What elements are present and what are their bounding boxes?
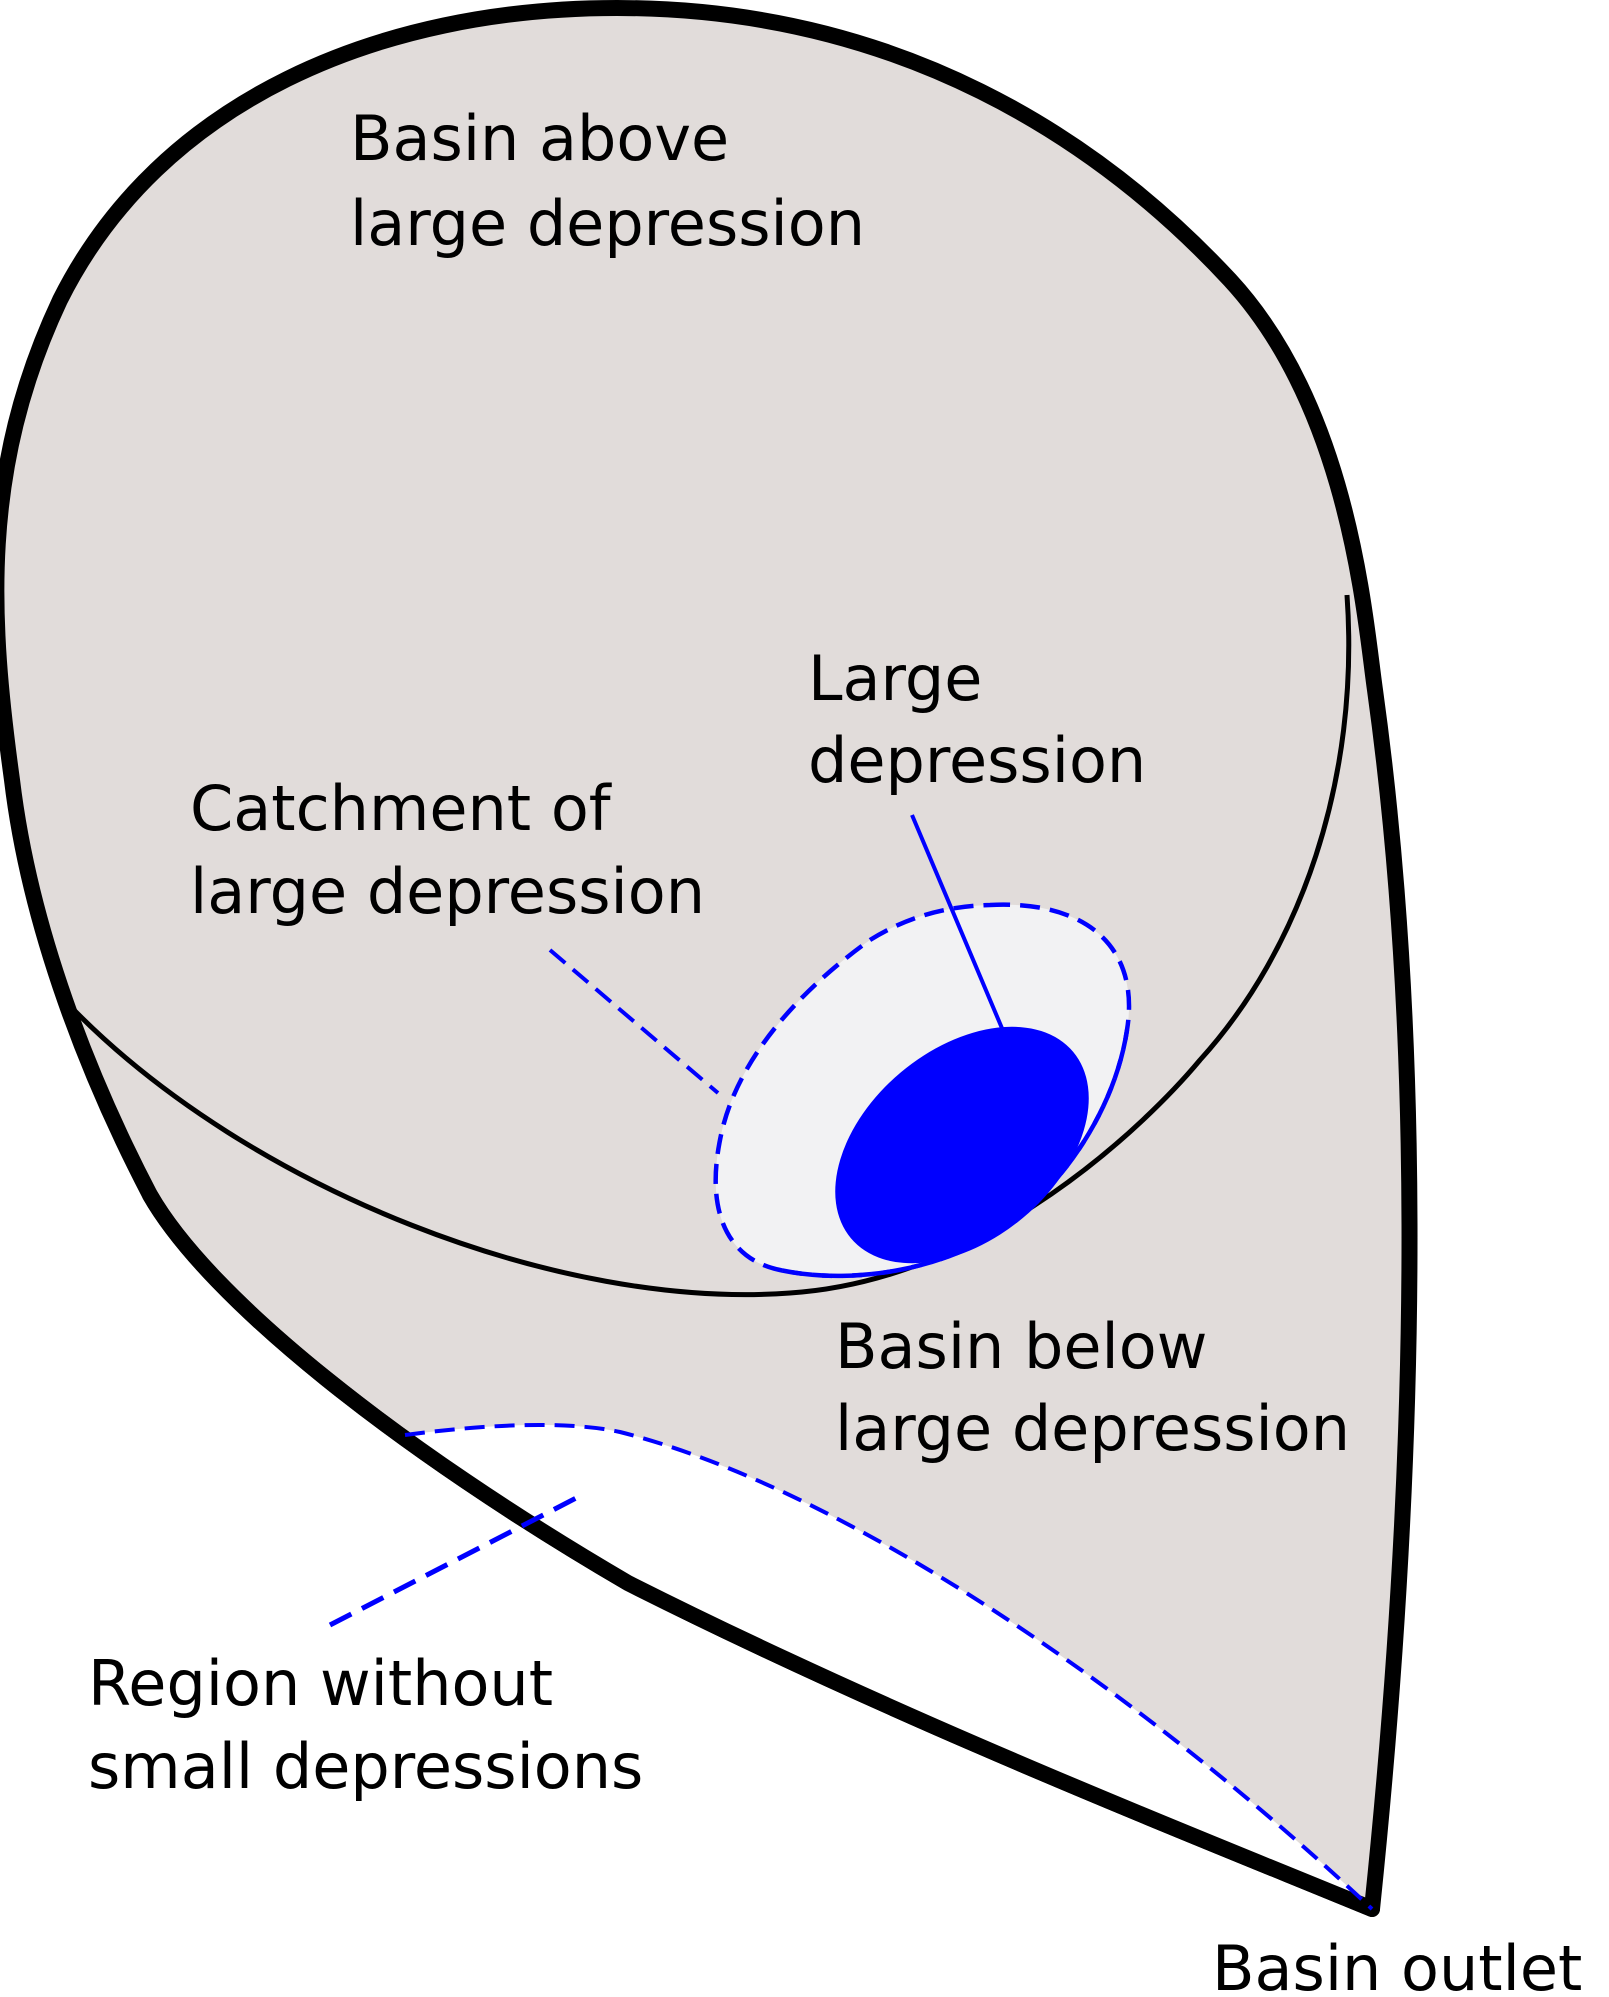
catchment-label: Catchment of large depression bbox=[190, 772, 705, 928]
region-without-line-1: Region without bbox=[88, 1647, 553, 1720]
region-leader bbox=[328, 1492, 584, 1628]
basin-above-line-2: large depression bbox=[350, 187, 865, 260]
catchment-leader bbox=[548, 948, 720, 1095]
basin-below-line-1: Basin below bbox=[835, 1310, 1207, 1383]
catchment-line-1: Catchment of bbox=[190, 772, 613, 845]
large-depression-line-2: depression bbox=[808, 724, 1146, 797]
large-depression-label: Large depression bbox=[808, 642, 1146, 797]
catchment-edge-overlay bbox=[779, 1029, 1130, 1279]
region-without-label: Region without small depressions bbox=[88, 1647, 643, 1803]
basin-below-label: Basin below large depression bbox=[835, 1310, 1350, 1465]
basin-outlet-label: Basin outlet bbox=[1212, 1932, 1582, 1997]
region-without-line-2: small depressions bbox=[88, 1730, 643, 1803]
basin-below-line-2: large depression bbox=[835, 1392, 1350, 1465]
basin-above-line-1: Basin above bbox=[350, 102, 729, 175]
region-without-small-depressions bbox=[405, 1424, 1372, 1909]
basin-above-label: Basin above large depression bbox=[350, 102, 865, 260]
large-depression-leader bbox=[910, 814, 1006, 1034]
large-depression bbox=[835, 1026, 1089, 1264]
region-boundary-dashed bbox=[404, 1422, 1374, 1911]
basin-outline-lower-edge bbox=[142, 1187, 1380, 1917]
large-depression-line-1: Large bbox=[808, 642, 982, 715]
catchment-line-2: large depression bbox=[190, 855, 705, 928]
